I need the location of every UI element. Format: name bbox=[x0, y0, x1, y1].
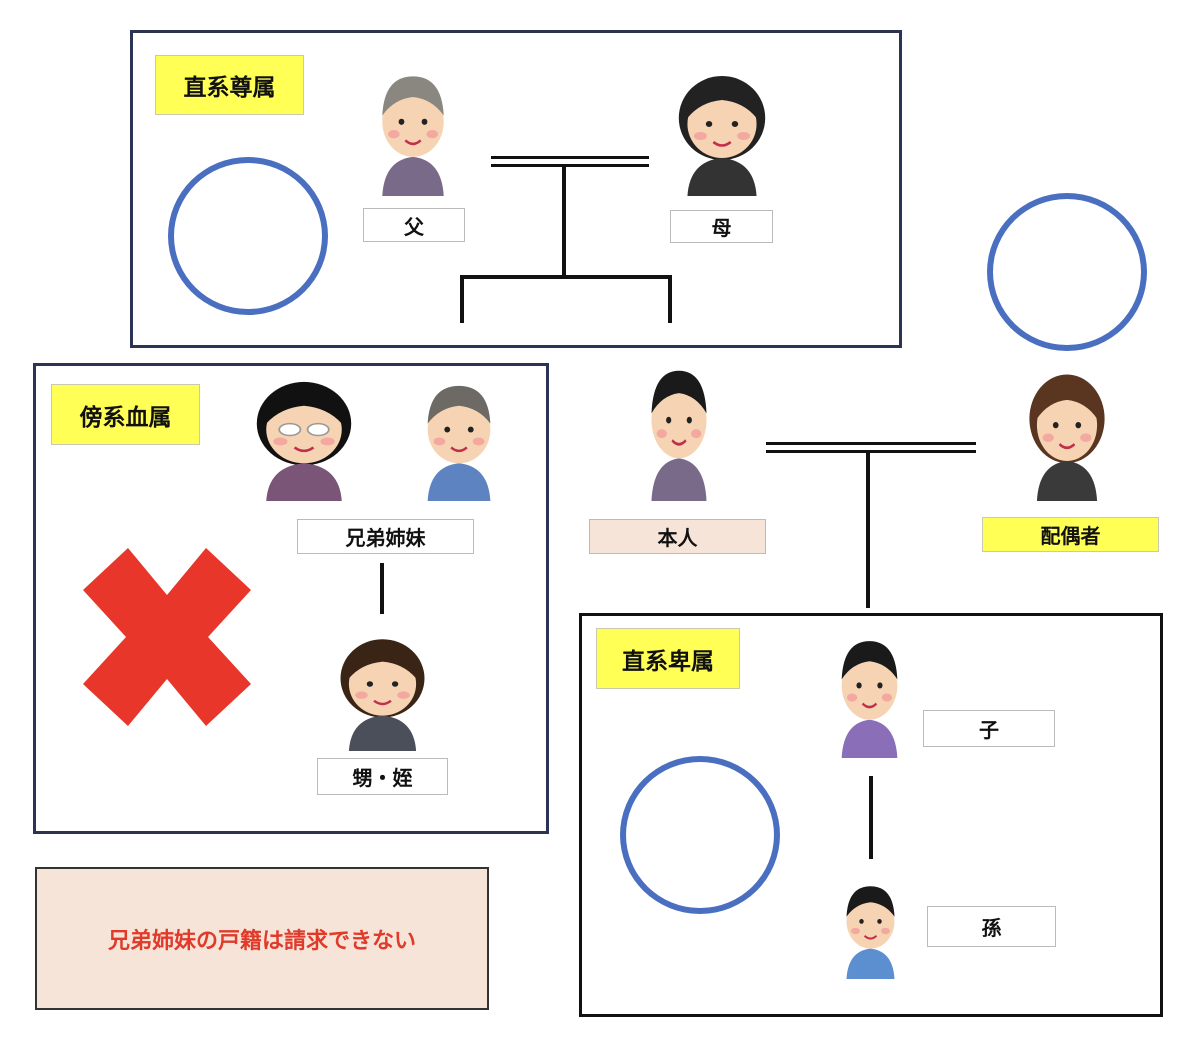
child-illustration bbox=[826, 627, 913, 758]
spouse-label: 配偶者 bbox=[982, 517, 1159, 552]
person-icon bbox=[427, 385, 491, 501]
descent-line bbox=[866, 452, 870, 608]
person-icon bbox=[382, 76, 444, 196]
person-icon bbox=[651, 370, 707, 501]
allowed-circle-icon bbox=[987, 193, 1147, 351]
collateral-box bbox=[33, 363, 549, 834]
self-illustration bbox=[636, 355, 722, 501]
grandchild-label: 孫 bbox=[927, 906, 1056, 947]
child-label: 子 bbox=[923, 710, 1055, 747]
self-label: 本人 bbox=[589, 519, 766, 554]
allowed-circle-icon bbox=[168, 157, 328, 315]
marriage-line bbox=[491, 164, 649, 167]
collateral-tag: 傍系血属 bbox=[51, 384, 200, 445]
person-icon bbox=[1029, 374, 1105, 501]
father-label: 父 bbox=[363, 208, 465, 242]
not-allowed-cross-icon bbox=[83, 548, 251, 726]
brother-illustration bbox=[410, 372, 508, 501]
spouse-illustration bbox=[1020, 364, 1114, 501]
grandchild-illustration bbox=[833, 875, 908, 979]
person-icon bbox=[678, 76, 766, 196]
descent-line bbox=[668, 275, 672, 323]
sibling-bar-line bbox=[460, 275, 672, 279]
descent-line bbox=[869, 776, 873, 859]
person-icon bbox=[841, 641, 898, 758]
descendants-tag: 直系卑属 bbox=[596, 628, 740, 689]
person-icon bbox=[256, 381, 352, 501]
person-icon bbox=[340, 639, 425, 751]
note-text: 兄弟姉妹の戸籍は請求できない bbox=[107, 928, 416, 954]
niece-illustration bbox=[330, 630, 435, 751]
person-icon bbox=[846, 886, 895, 979]
nephew-niece-label: 甥・姪 bbox=[317, 758, 448, 795]
ascendants-box bbox=[130, 30, 902, 348]
descent-line bbox=[460, 275, 464, 323]
mother-label: 母 bbox=[670, 210, 773, 243]
descent-line bbox=[562, 166, 566, 278]
sister-illustration bbox=[245, 372, 363, 501]
father-illustration bbox=[365, 62, 461, 196]
note-box: 兄弟姉妹の戸籍は請求できない bbox=[35, 867, 489, 1010]
marriage-line bbox=[491, 156, 649, 159]
allowed-circle-icon bbox=[620, 756, 780, 914]
siblings-label: 兄弟姉妹 bbox=[297, 519, 474, 554]
descent-line bbox=[380, 563, 384, 614]
descendants-box bbox=[579, 613, 1163, 1017]
ascendants-tag: 直系尊属 bbox=[155, 55, 304, 115]
marriage-line bbox=[766, 442, 976, 445]
mother-illustration bbox=[668, 66, 776, 196]
marriage-line bbox=[766, 450, 976, 453]
